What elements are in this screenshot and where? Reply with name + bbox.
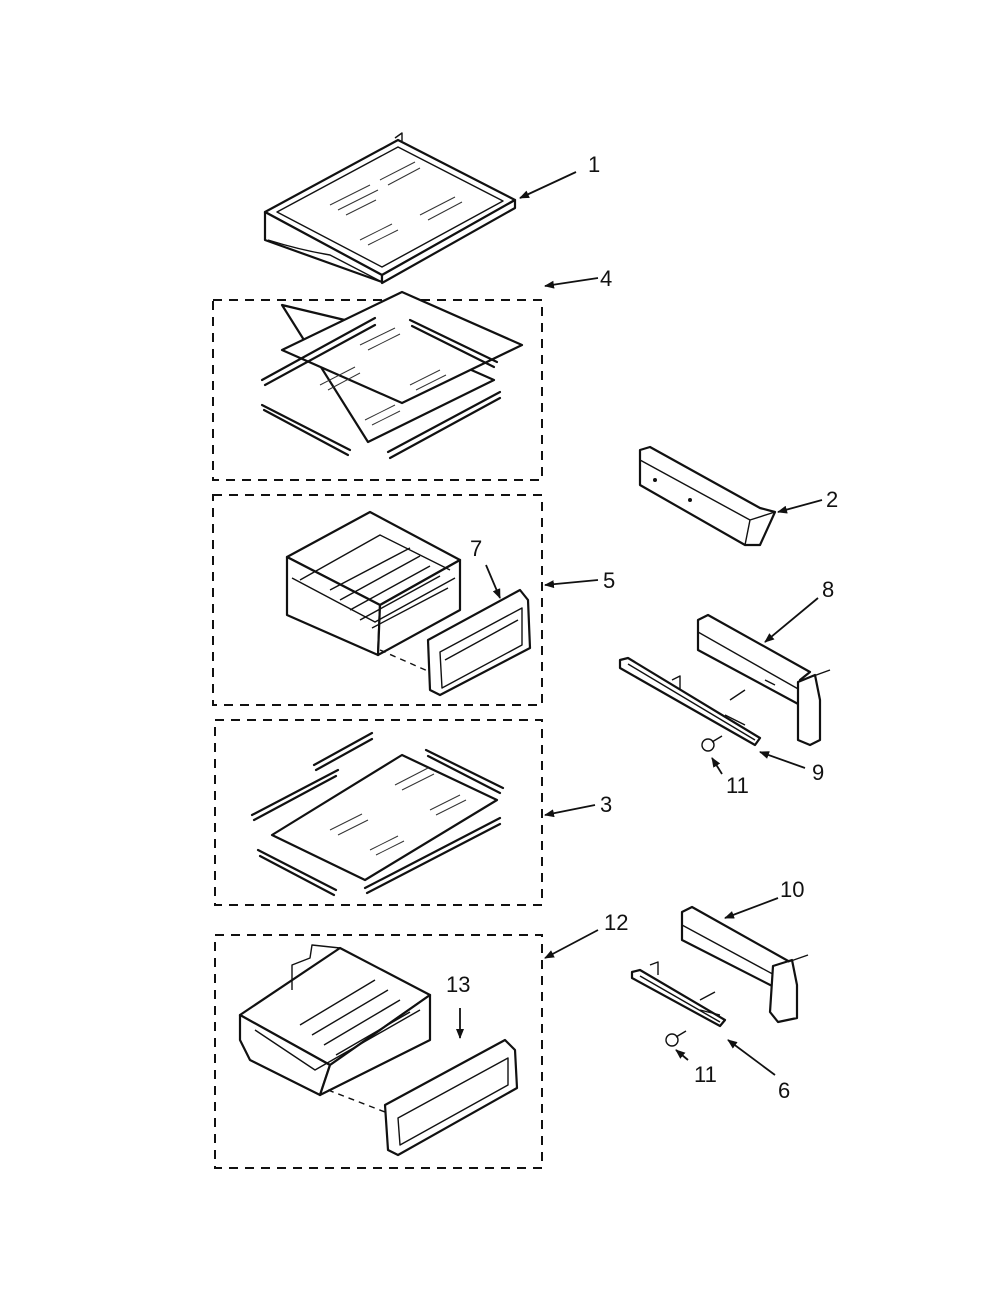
callout-6: 6	[778, 1078, 790, 1103]
part-4-glass-kit-box	[212, 290, 543, 481]
callout-1: 1	[588, 152, 600, 177]
callout-3: 3	[600, 792, 612, 817]
callout-5: 5	[603, 568, 615, 593]
part-5-crisper-box	[212, 494, 543, 706]
leader-lines	[456, 171, 823, 1076]
callout-2: 2	[826, 487, 838, 512]
callout-13: 13	[446, 972, 470, 997]
callout-11-upper: 11	[726, 773, 749, 798]
callout-9: 9	[812, 760, 824, 785]
callout-10: 10	[780, 877, 804, 902]
part-8-slide-assembly	[618, 613, 831, 752]
callout-8: 8	[822, 577, 834, 602]
part-1-shelf-assembly	[263, 132, 517, 285]
callout-4: 4	[600, 266, 612, 291]
part-10-slide-assembly	[630, 905, 809, 1047]
part-12-meat-pan-box	[214, 934, 543, 1169]
part-3-glass-kit-box	[214, 719, 543, 906]
callout-11-lower: 11	[694, 1062, 717, 1087]
callout-12: 12	[604, 910, 628, 935]
callout-labels: 1 2 3 4 5 6 7 8 9 10 11 11 12 13	[446, 152, 838, 1103]
callout-7: 7	[470, 536, 482, 561]
part-2-bracket	[638, 445, 777, 547]
